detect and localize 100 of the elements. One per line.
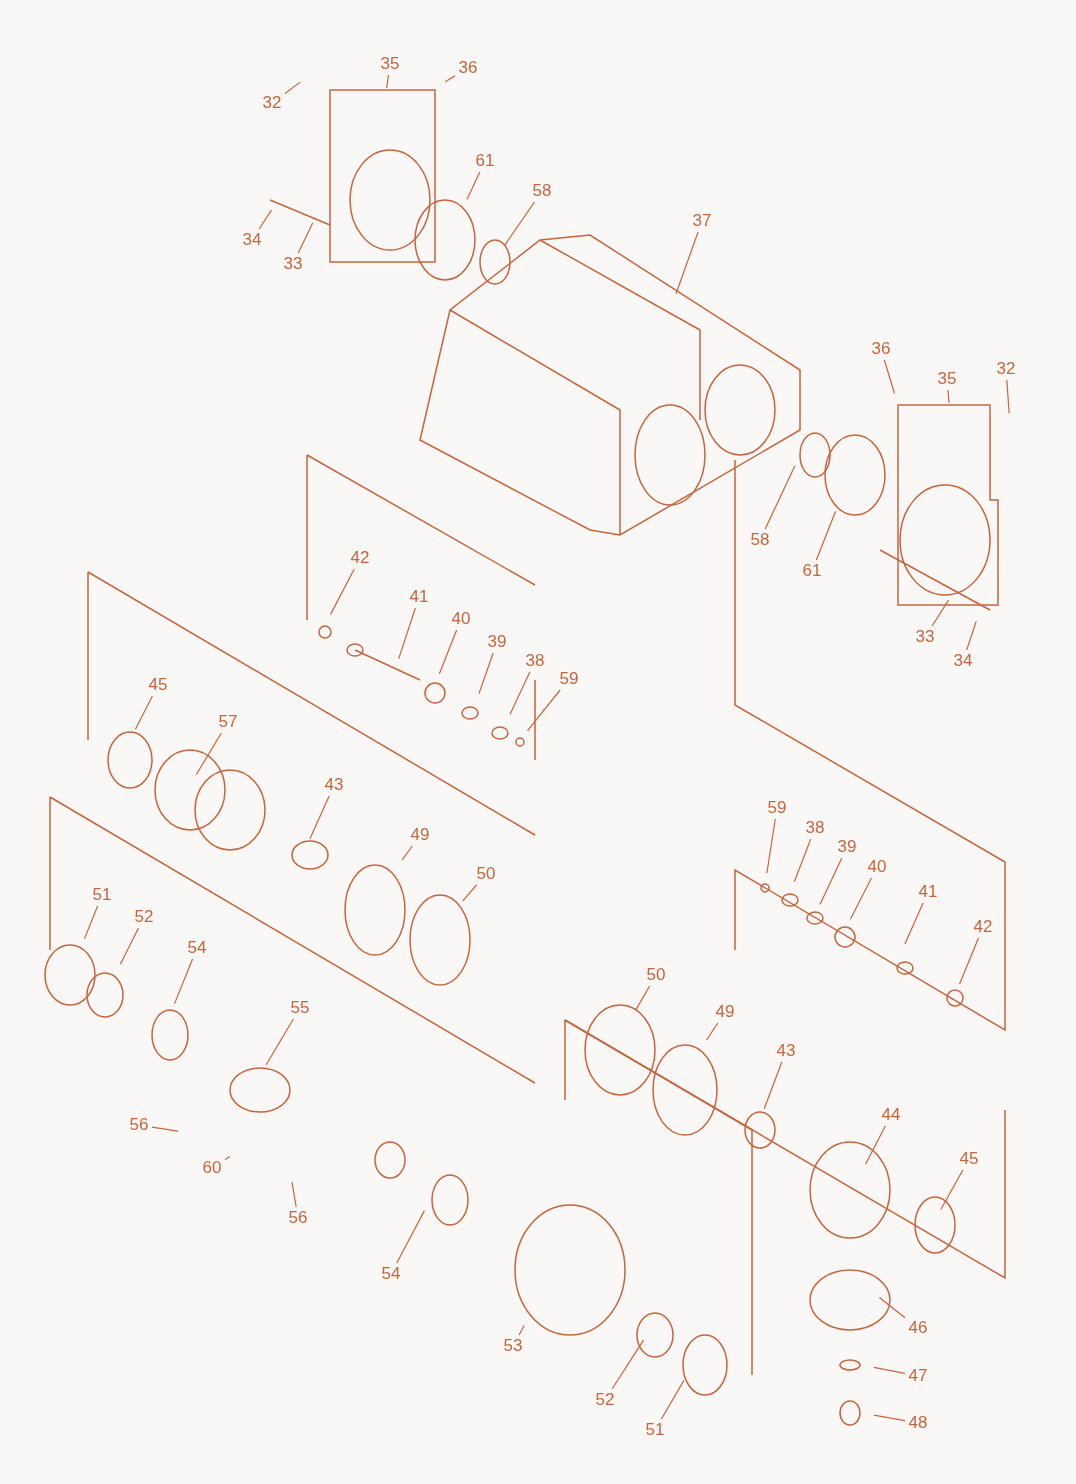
leader-line bbox=[815, 510, 837, 561]
leader-line bbox=[83, 905, 99, 940]
leader-line bbox=[173, 958, 194, 1005]
callout-number: 46 bbox=[908, 1319, 928, 1337]
callout-number: 35 bbox=[380, 55, 400, 73]
leader-line bbox=[265, 1018, 295, 1066]
callout-number: 47 bbox=[908, 1367, 928, 1385]
callout-number: 34 bbox=[242, 231, 262, 249]
leader-line bbox=[478, 652, 494, 695]
callout-number: 33 bbox=[915, 628, 935, 646]
leader-line bbox=[401, 845, 413, 861]
leader-line bbox=[675, 231, 699, 295]
leader-line bbox=[1006, 379, 1010, 414]
callout-number: 56 bbox=[288, 1209, 308, 1227]
leader-line bbox=[660, 1379, 685, 1420]
callout-number: 50 bbox=[646, 966, 666, 984]
leader-line bbox=[509, 671, 531, 715]
callout-number: 41 bbox=[409, 588, 429, 606]
callout-number: 50 bbox=[476, 865, 496, 883]
leader-line bbox=[635, 985, 651, 1011]
leader-line bbox=[462, 884, 478, 902]
leader-line bbox=[793, 838, 812, 883]
leader-line bbox=[151, 1126, 179, 1132]
callout-number: 51 bbox=[92, 886, 112, 904]
callout-number: 38 bbox=[525, 652, 545, 670]
callout-number: 43 bbox=[324, 776, 344, 794]
callout-number: 53 bbox=[503, 1337, 523, 1355]
callout-number: 42 bbox=[350, 549, 370, 567]
callout-number: 32 bbox=[996, 360, 1016, 378]
callout-number: 54 bbox=[381, 1265, 401, 1283]
callout-number: 34 bbox=[953, 652, 973, 670]
callout-number: 58 bbox=[750, 531, 770, 549]
leader-line bbox=[947, 389, 950, 404]
callout-number: 51 bbox=[645, 1421, 665, 1439]
callout-number: 35 bbox=[937, 370, 957, 388]
callout-number: 43 bbox=[776, 1042, 796, 1060]
leader-line bbox=[873, 1366, 906, 1375]
callout-number: 48 bbox=[908, 1414, 928, 1432]
callout-number: 36 bbox=[871, 340, 891, 358]
leader-line bbox=[878, 1296, 906, 1319]
leader-line bbox=[883, 359, 896, 395]
callout-number: 58 bbox=[532, 182, 552, 200]
leader-line bbox=[224, 1155, 231, 1161]
callout-number: 54 bbox=[187, 939, 207, 957]
callout-number: 38 bbox=[805, 819, 825, 837]
callout-number: 42 bbox=[973, 918, 993, 936]
callout-number: 56 bbox=[129, 1116, 149, 1134]
leader-line bbox=[966, 620, 977, 651]
leader-line bbox=[284, 81, 301, 94]
leader-line bbox=[329, 568, 355, 615]
callout-number: 59 bbox=[767, 799, 787, 817]
leader-line bbox=[940, 1169, 964, 1211]
leader-line bbox=[849, 877, 872, 920]
leader-line bbox=[611, 1339, 645, 1390]
callout-number: 59 bbox=[559, 670, 579, 688]
callout-number: 52 bbox=[595, 1391, 615, 1409]
callout-number: 45 bbox=[959, 1150, 979, 1168]
callout-number: 55 bbox=[290, 999, 310, 1017]
callout-number: 57 bbox=[218, 713, 238, 731]
leader-line bbox=[764, 465, 796, 530]
leader-line bbox=[819, 857, 843, 905]
leader-line bbox=[438, 629, 458, 675]
callout-number: 52 bbox=[134, 908, 154, 926]
callout-number: 44 bbox=[881, 1106, 901, 1124]
callout-number: 45 bbox=[148, 676, 168, 694]
callout-number: 32 bbox=[262, 94, 282, 112]
leader-line bbox=[518, 1324, 525, 1336]
leader-line bbox=[119, 927, 140, 965]
leader-line bbox=[706, 1022, 719, 1041]
leader-line bbox=[297, 222, 314, 254]
leader-line bbox=[386, 74, 390, 89]
leader-line bbox=[504, 201, 536, 246]
leader-line bbox=[958, 937, 980, 985]
leader-line bbox=[466, 171, 481, 200]
leader-line bbox=[931, 599, 950, 627]
callout-number: 49 bbox=[410, 826, 430, 844]
leader-line bbox=[766, 818, 776, 874]
callout-number: 37 bbox=[692, 212, 712, 230]
callout-number: 39 bbox=[487, 633, 507, 651]
leader-line bbox=[444, 75, 456, 83]
callout-number: 36 bbox=[458, 59, 478, 77]
leader-line bbox=[398, 607, 416, 660]
leader-line bbox=[526, 689, 561, 732]
leader-line bbox=[904, 902, 924, 945]
leader-line bbox=[396, 1210, 425, 1264]
callout-number: 49 bbox=[715, 1003, 735, 1021]
callout-number: 40 bbox=[867, 858, 887, 876]
leader-line bbox=[134, 695, 153, 730]
callout-number: 33 bbox=[283, 255, 303, 273]
leader-line bbox=[258, 209, 273, 230]
callout-number: 40 bbox=[451, 610, 471, 628]
callout-number: 60 bbox=[202, 1159, 222, 1177]
leader-line bbox=[873, 1414, 906, 1422]
leader-line bbox=[291, 1181, 297, 1208]
leader-line bbox=[864, 1125, 886, 1165]
leader-line bbox=[309, 795, 330, 840]
callout-number: 61 bbox=[475, 152, 495, 170]
callout-number: 41 bbox=[918, 883, 938, 901]
leader-line bbox=[763, 1061, 783, 1110]
callout-number: 39 bbox=[837, 838, 857, 856]
